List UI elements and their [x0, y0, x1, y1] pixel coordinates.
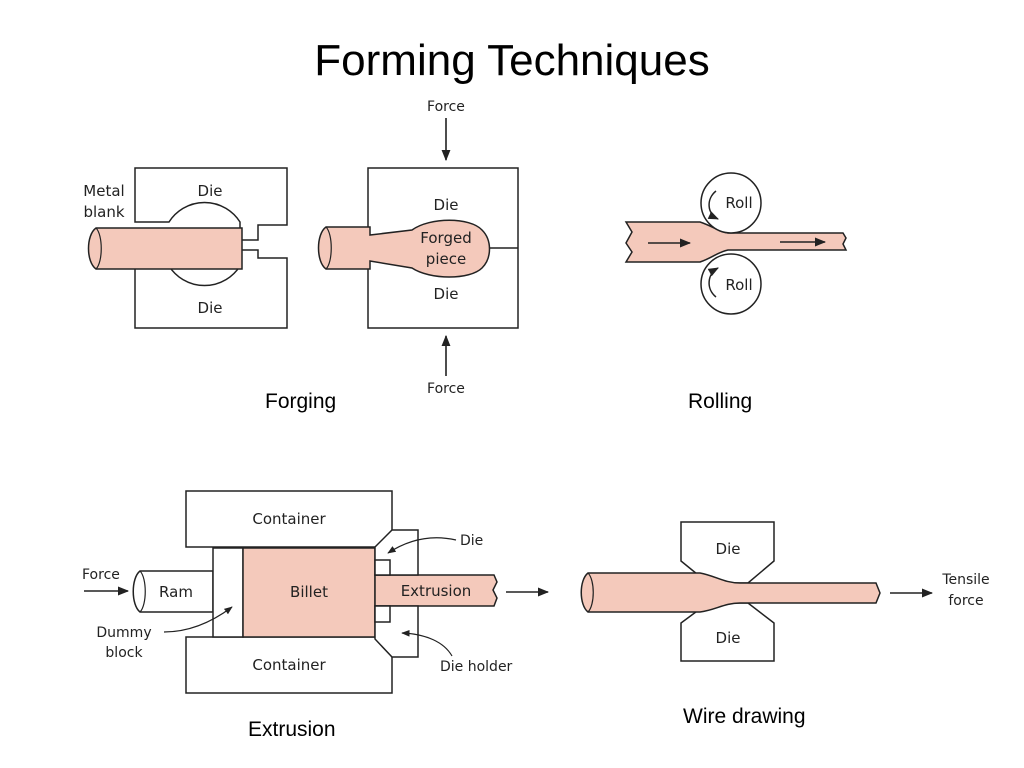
- lower-die: [134, 249, 288, 329]
- extrusion-caption: Extrusion: [248, 718, 336, 741]
- forging-closed-dies: Die Die Forged piece Force Force: [317, 99, 519, 397]
- extrusion-force-label: Force: [82, 567, 120, 583]
- wire-drawing-caption: Wire drawing: [683, 705, 806, 728]
- forged-piece-label-1: Forged: [420, 229, 471, 247]
- tensile-force-label-1: Tensile: [941, 572, 989, 588]
- lower-die-label: Die: [198, 299, 223, 317]
- lower-container: [185, 636, 393, 694]
- dummy-block-label-1: Dummy: [96, 625, 151, 641]
- rolling-diagram: Roll Roll: [624, 172, 848, 315]
- upper-roll-rotation-icon: [707, 190, 719, 220]
- upper-wire-die-label: Die: [716, 540, 741, 558]
- dummy-block-label-2: block: [105, 645, 143, 661]
- metal-blank-label-1: Metal: [83, 182, 124, 200]
- upper-roll-label: Roll: [725, 194, 752, 212]
- billet-label: Billet: [290, 583, 328, 601]
- dummy-block-leader: [163, 606, 233, 633]
- tensile-force-label-2: force: [948, 593, 983, 609]
- ram: [132, 570, 214, 613]
- page-title: Forming Techniques: [314, 36, 710, 85]
- die-holder-leader: [401, 629, 453, 657]
- wire-drawing-diagram: Die Die Tensile force: [580, 521, 990, 662]
- rolling-caption: Rolling: [688, 390, 753, 413]
- top-force-label: Force: [427, 99, 465, 115]
- upper-container: [185, 490, 393, 548]
- closed-upper-die-label: Die: [434, 196, 459, 214]
- lower-roll-rotation-icon: [707, 267, 719, 298]
- lower-container-label: Container: [252, 656, 326, 674]
- extrusion-diagram: Container Container Ram Billet Extrusion…: [82, 490, 550, 694]
- die-holder-label: Die holder: [440, 659, 513, 675]
- forged-piece-label-2: piece: [426, 250, 466, 268]
- closed-lower-die-label: Die: [434, 285, 459, 303]
- lower-wire-die-label: Die: [716, 629, 741, 647]
- lower-roll-label: Roll: [725, 276, 752, 294]
- forging-open-dies: Metal blank Die Die: [83, 167, 288, 329]
- metal-blank: [87, 227, 243, 270]
- forged-piece: [317, 219, 491, 278]
- upper-die-label: Die: [198, 182, 223, 200]
- dummy-block: [212, 547, 244, 638]
- extrusion-product-label: Extrusion: [401, 582, 472, 600]
- lower-extrusion-die: [374, 605, 391, 623]
- ram-label: Ram: [159, 583, 193, 601]
- bottom-force-label: Force: [427, 381, 465, 397]
- extrusion-die-label: Die: [460, 533, 483, 549]
- wire: [580, 572, 881, 613]
- upper-extrusion-die: [374, 559, 391, 576]
- forging-caption: Forging: [265, 390, 337, 413]
- die-leader: [387, 537, 457, 554]
- metal-blank-label-2: blank: [83, 203, 124, 221]
- upper-die: [134, 167, 288, 241]
- billet: [242, 547, 376, 638]
- upper-container-label: Container: [252, 510, 326, 528]
